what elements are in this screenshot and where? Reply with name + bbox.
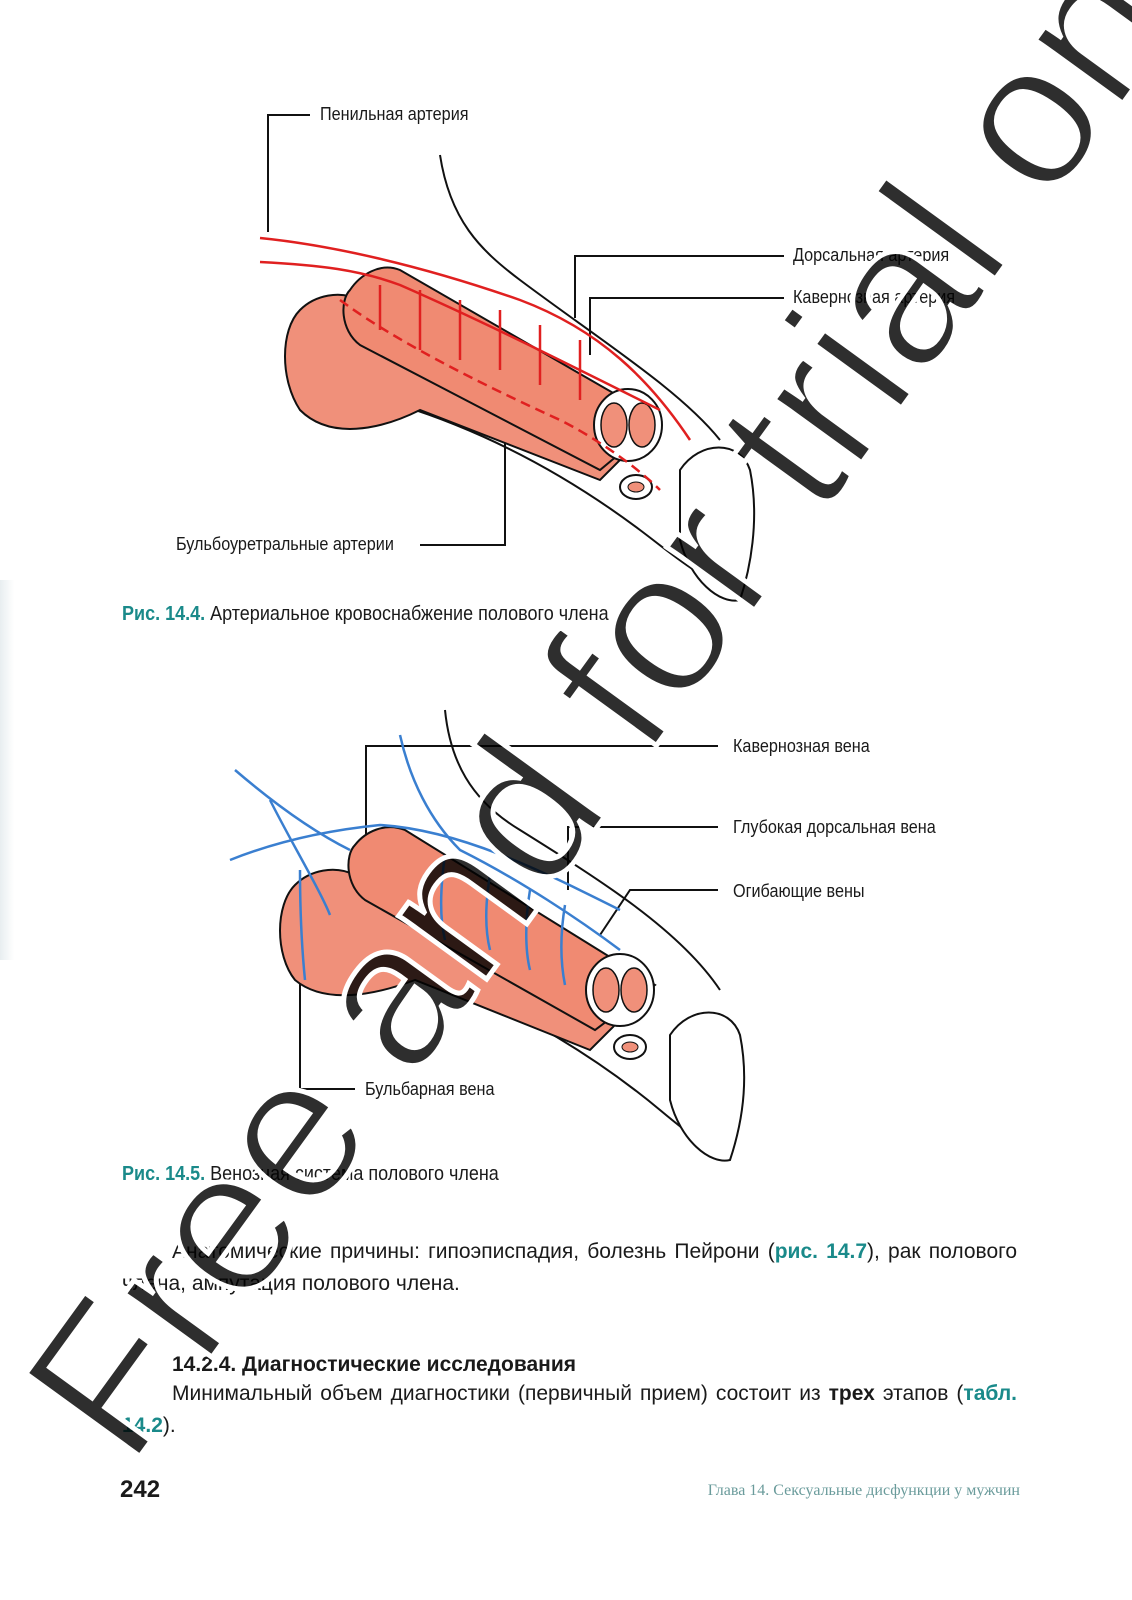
leader-bulbourethral <box>420 420 506 546</box>
vein-network <box>229 734 621 986</box>
label-bulbourethral-arteries: Бульбоуретральные артерии <box>176 534 394 554</box>
leader-dorsal-artery <box>574 255 784 318</box>
label-deep-dorsal-vein: Глубокая дорсальная вена <box>733 817 936 837</box>
label-penile-artery: Пенильная артерия <box>320 104 469 124</box>
caption-text: Венозная система полового члена <box>210 1163 499 1185</box>
page-number: 242 <box>120 1476 161 1503</box>
leader-penile-artery <box>267 114 310 232</box>
figure-arterial-illustration <box>259 114 784 602</box>
leader-cavernous-artery <box>589 297 784 355</box>
corpus-cavernosum-2 <box>347 826 657 1032</box>
running-head: Глава 14. Сексуальные дисфункции у мужчи… <box>707 1482 1020 1499</box>
page-edge-shadow <box>0 580 14 960</box>
artery-network <box>259 236 692 491</box>
label-cavernous-vein: Кавернозная вена <box>733 736 870 756</box>
para-text: Минимальный объем диагностики (первичный… <box>172 1382 829 1405</box>
leader-circumflex-veins <box>599 889 718 936</box>
paragraph-diagnostics: Минимальный объем диагностики (первичный… <box>122 1378 1017 1442</box>
figure-venous-illustration <box>229 709 746 1162</box>
leader-deep-dorsal-vein <box>567 826 718 890</box>
para-text: ). <box>162 1414 176 1437</box>
para-lead: Анатомические причины <box>172 1240 415 1263</box>
caption-text: Артериальное кровоснабжение полового чле… <box>210 603 609 625</box>
figure-caption-14-4: Рис. 14.4. Артериальное кровоснабжение п… <box>122 603 609 626</box>
leader-cavernous-vein <box>365 745 718 850</box>
caption-number: Рис. 14.4. <box>122 603 206 625</box>
section-heading: 14.2.4. Диагностические исследования <box>172 1353 576 1376</box>
glans-2 <box>669 1011 746 1162</box>
figure-reference-link[interactable]: рис. 14.7 <box>774 1240 868 1263</box>
table-reference-link[interactable]: табл. 14.2 <box>122 1382 1018 1437</box>
para-text: : гипоэписпадия, болезнь Пейрони ( <box>414 1240 775 1263</box>
label-bulbar-vein: Бульбарная вена <box>365 1079 495 1099</box>
paragraph-anatomic-causes: Анатомические причины: гипоэписпадия, бо… <box>122 1236 1017 1300</box>
label-cavernous-artery: Кавернозная артерия <box>793 287 956 307</box>
para-text: этапов ( <box>874 1382 964 1405</box>
glans <box>679 446 756 602</box>
caption-number: Рис. 14.5. <box>122 1163 206 1185</box>
figure-caption-14-5: Рис. 14.5. Венозная система полового чле… <box>122 1163 499 1186</box>
bulb-shape-2 <box>279 868 632 1052</box>
para-bold: трех <box>828 1382 875 1405</box>
para-text: ), рак полового члена, ампутация половог… <box>122 1240 1017 1295</box>
label-circumflex-veins: Огибающие вены <box>733 881 865 901</box>
label-dorsal-artery: Дорсальная артерия <box>793 245 950 265</box>
